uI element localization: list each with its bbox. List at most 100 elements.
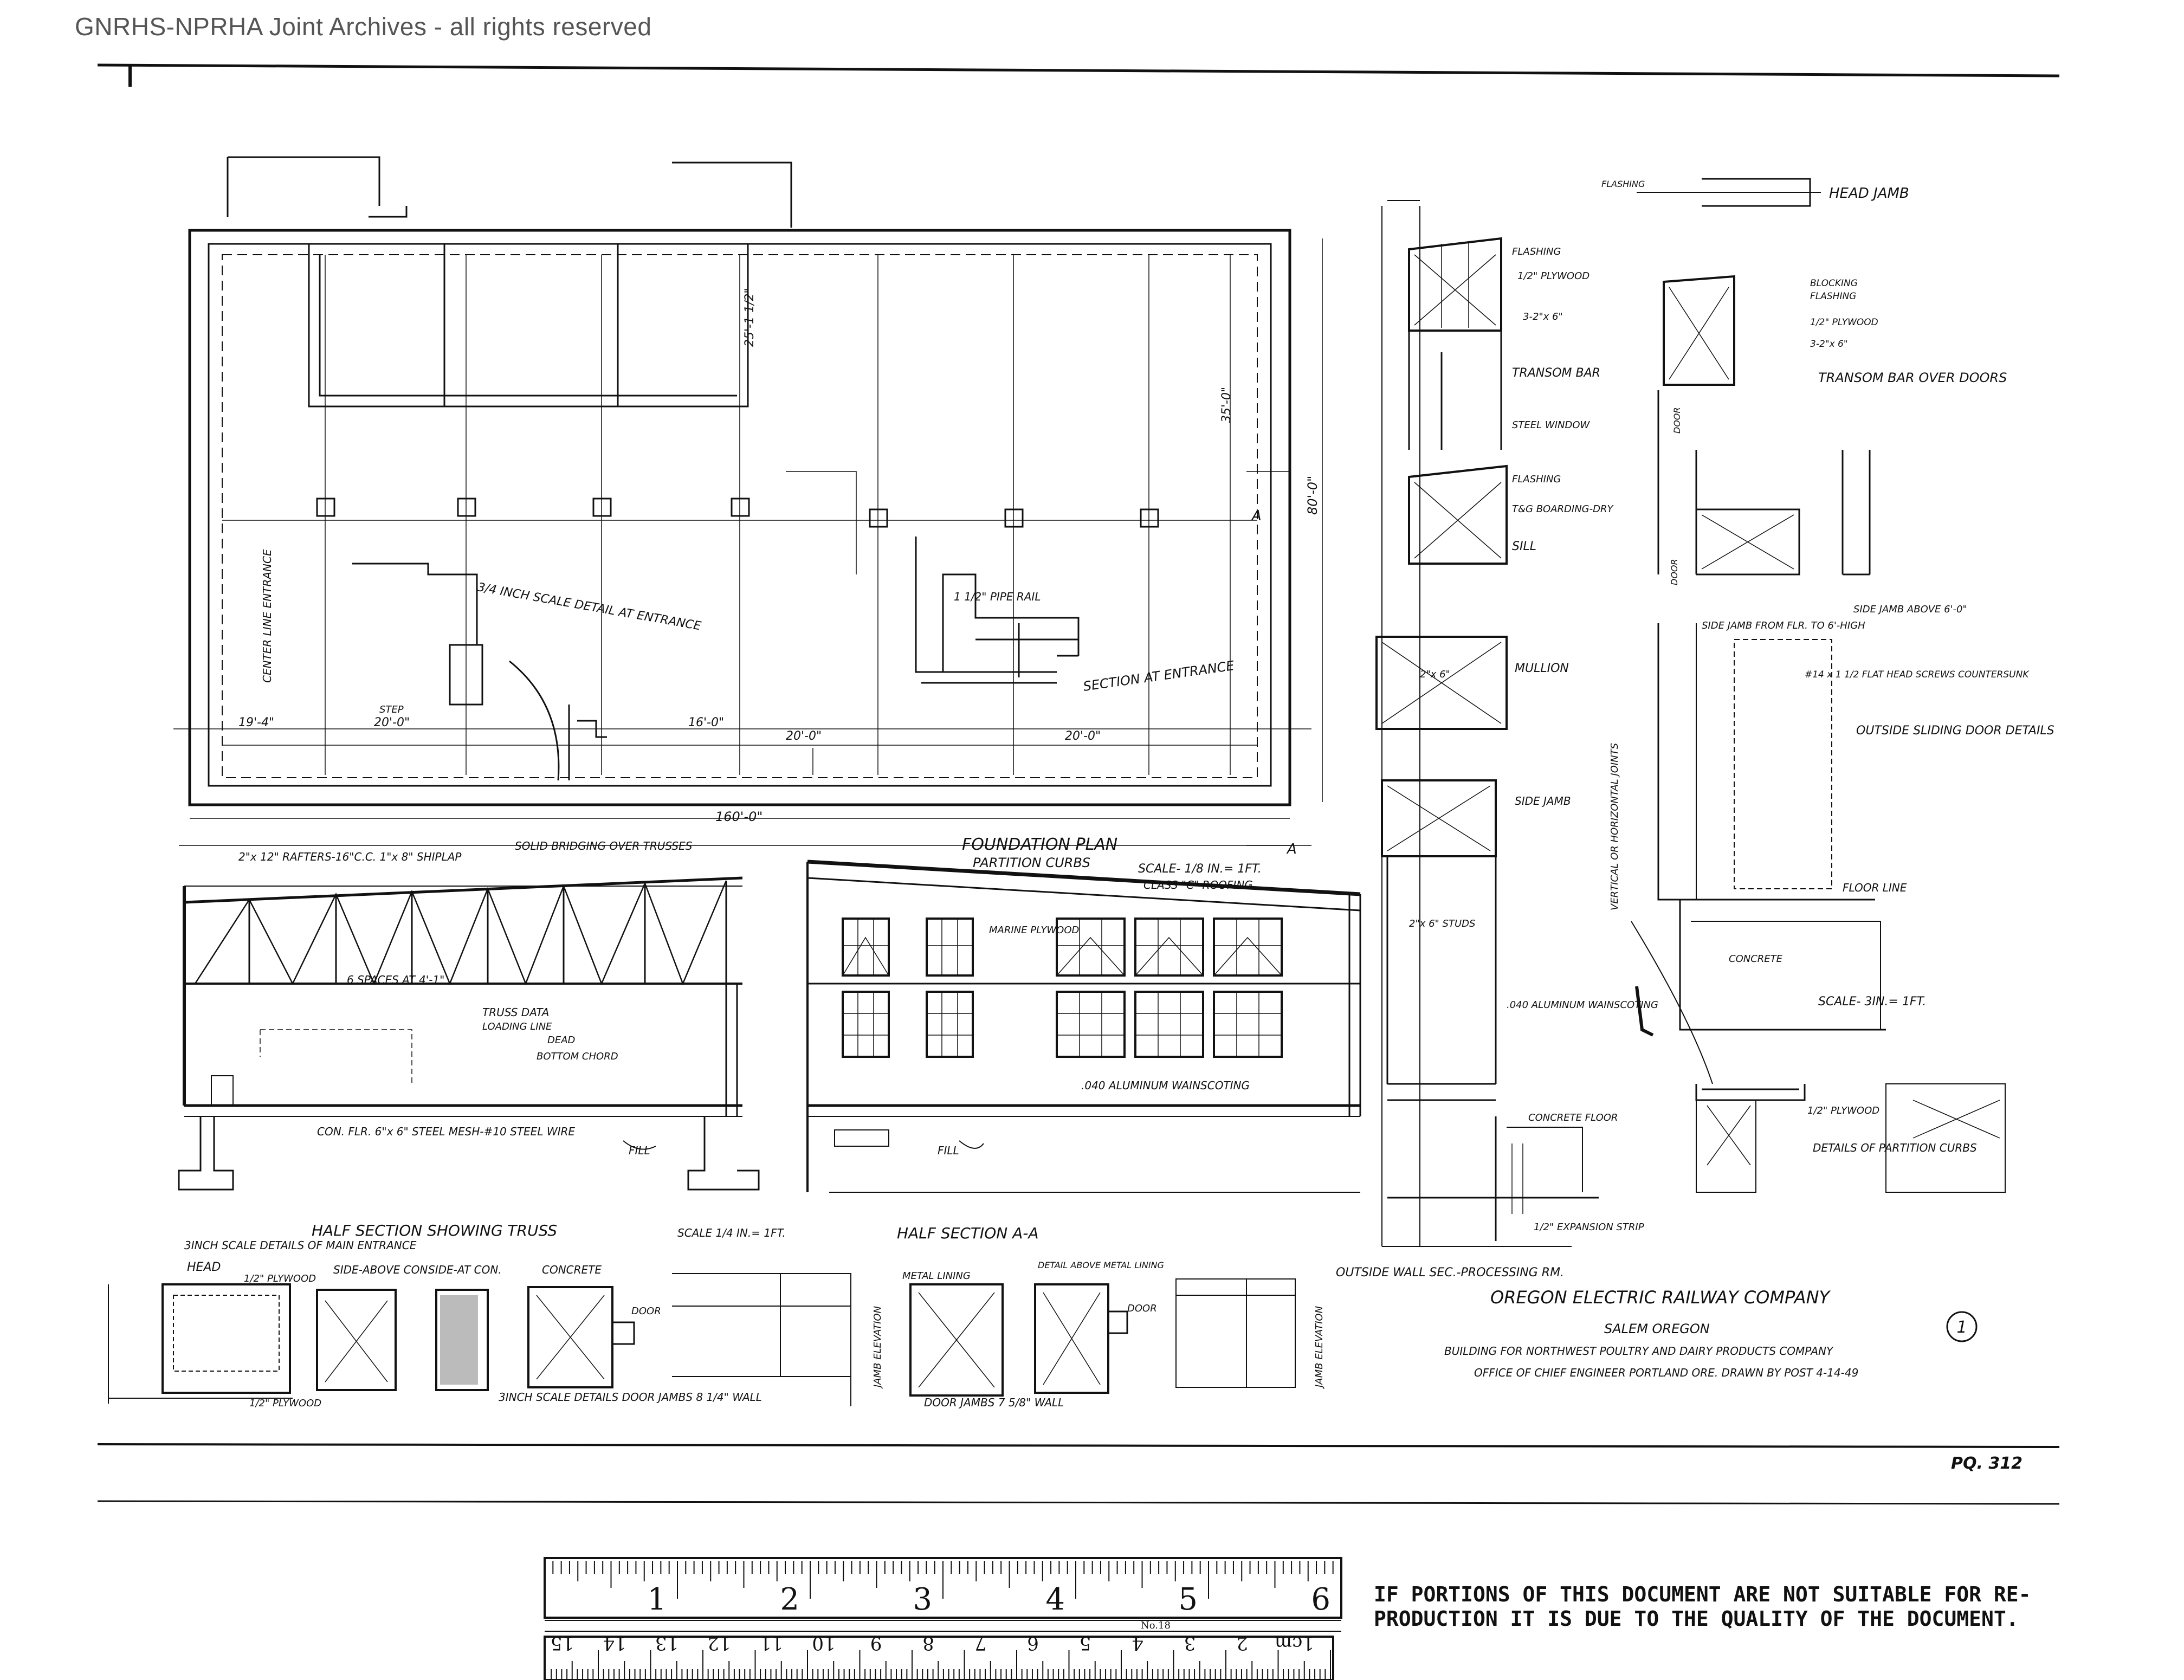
jamb-door-label: DOOR (1127, 1303, 1157, 1314)
archive-watermark: GNRHS-NPRHA Joint Archives - all rights … (75, 12, 652, 41)
marine-plywood-label: MARINE PLYWOOD (989, 925, 1079, 936)
steel-window-label: STEEL WINDOW (1512, 419, 1591, 431)
spaces-label: 6 SPACES AT 4'-1" (347, 973, 444, 986)
ruler-cm-label: 8 (922, 1632, 934, 1654)
pipe-rail-label: 1 1/2" PIPE RAIL (954, 590, 1041, 603)
transom-bar-label: TRANSOM BAR (1512, 366, 1600, 380)
company-city: SALEM OREGON (1604, 1321, 1710, 1336)
drawing-number: PQ. 312 (1951, 1454, 2023, 1473)
plan-dim-19: 19'-4" (238, 716, 274, 729)
head-jamb-label: HEAD JAMB (1829, 185, 1909, 202)
plan-dim-16: 16'-0" (688, 716, 724, 729)
truss-section-title: HALF SECTION SHOWING TRUSS (312, 1222, 557, 1239)
ruler-inch-label: 1 (647, 1582, 667, 1617)
door-plywood-label: 1/2" PLYWOOD (1810, 317, 1878, 328)
entrance-details-title: 3INCH SCALE DETAILS OF MAIN ENTRANCE (184, 1239, 417, 1252)
plan-scale: SCALE- 1/8 IN.= 1FT. (1138, 862, 1262, 876)
door-jambs-75-label: DOOR JAMBS 7 5/8" WALL (924, 1396, 1064, 1409)
door-concrete-label: CONCRETE (1729, 953, 1783, 965)
wall-aluminum-label: .040 ALUMINUM WAINSCOTING (1507, 999, 1658, 1011)
roofing-label: CLASS "C" ROOFING (1143, 878, 1253, 891)
plan-dim-20-a: 20'-0" (374, 716, 410, 729)
door-studs-label: 3-2"x 6" (1810, 339, 1848, 350)
vertical-joints-label: VERTICAL OR HORIZONTAL JOINTS (1609, 743, 1620, 910)
ruler-cm-label: 1cm (1275, 1632, 1314, 1654)
ruler-inch-label: 2 (780, 1582, 799, 1617)
truss-fill-label: FILL (629, 1144, 650, 1157)
jamb-elevation-left: JAMB ELEVATION (872, 1306, 883, 1389)
ruler-cm-label: 9 (870, 1632, 882, 1654)
foundation-plan (173, 156, 1323, 846)
ruler-cm-label: 11 (760, 1632, 783, 1654)
center-line-entrance: CENTER LINE ENTRANCE (261, 549, 274, 683)
aa-fill-label: FILL (938, 1144, 959, 1157)
curb-plywood-label: 1/2" PLYWOOD (1807, 1105, 1879, 1116)
scale-ruler (544, 1557, 1342, 1680)
wall-section-title: OUTSIDE WALL SEC.-PROCESSING RM. (1336, 1266, 1564, 1280)
side-jamb-flr-label: SIDE JAMB FROM FLR. TO 6'-HIGH (1702, 620, 1865, 631)
sliding-door-details (1631, 178, 2006, 1193)
door-label-mid: DOOR (1669, 559, 1679, 585)
side-jamb-above-label: SIDE JAMB ABOVE 6'-0" (1853, 604, 1967, 615)
rafters-label: 2"x 12" RAFTERS-16"C.C. 1"x 8" SHIPLAP (238, 850, 462, 863)
blocking-label: BLOCKING (1810, 278, 1858, 289)
bottom-chord-label: BOTTOM CHORD (537, 1051, 618, 1062)
aa-wainscoting-label: .040 ALUMINUM WAINSCOTING (1081, 1079, 1250, 1092)
floor-line-label: FLOOR LINE (1843, 881, 1907, 894)
plan-length: 160'-0" (715, 809, 763, 824)
ruler-cm-label: 4 (1132, 1632, 1143, 1654)
outside-wall-section (1375, 200, 1599, 1247)
bottom-plywood-label: 1/2" PLYWOOD (249, 1398, 321, 1409)
plan-dim-20-b: 20'-0" (786, 729, 822, 743)
detail-above-label: DETAIL ABOVE METAL LINING (1038, 1260, 1164, 1270)
plan-subtitle: PARTITION CURBS (973, 855, 1090, 870)
door-flashing-label: FLASHING (1601, 179, 1645, 189)
mullion-stud-label: 2"x 6" (1420, 669, 1450, 680)
sheet-number-circle (1946, 1311, 1978, 1342)
wall-flashing-label: FLASHING (1512, 246, 1561, 257)
loading-line-label: LOADING LINE (482, 1021, 552, 1032)
head-label: HEAD (187, 1261, 221, 1274)
ruler-inch-label: 3 (913, 1582, 932, 1617)
plan-width: 80'-0" (1305, 476, 1320, 515)
concrete-label: CONCRETE (542, 1263, 602, 1276)
door-label-top: DOOR (1672, 407, 1682, 434)
ruler-cm-label: 6 (1027, 1632, 1039, 1654)
entrance-door-label: DOOR (631, 1306, 661, 1317)
side-at-con-label: SIDE-AT CON. (428, 1263, 502, 1276)
plan-dim-25: 25'-1 1/2" (743, 288, 757, 347)
jamb-elevation-right: JAMB ELEVATION (1314, 1306, 1325, 1389)
door-scale-label: SCALE- 3IN.= 1FT. (1818, 995, 1926, 1009)
metal-lining-label: METAL LINING (902, 1270, 971, 1282)
wall-plywood-label: 1/2" PLYWOOD (1517, 270, 1589, 282)
half-section-truss (178, 876, 760, 1191)
sill-flashing-label: FLASHING (1512, 474, 1561, 485)
step-label: STEP (379, 704, 404, 715)
boarding-label: T&G BOARDING-DRY (1512, 503, 1614, 515)
entrance-details (108, 1273, 1296, 1406)
plan-dim-20-c: 20'-0" (1065, 729, 1101, 743)
wall-studs-label: 2"x 6" STUDS (1409, 918, 1475, 929)
side-jamb-label: SIDE JAMB (1515, 794, 1571, 807)
concrete-floor-label: CONCRETE FLOOR (1528, 1112, 1618, 1123)
bridging-label: SOLID BRIDGING OVER TRUSSES (515, 839, 693, 852)
blocking-flashing-label: FLASHING (1810, 291, 1856, 302)
ruler-inch-label: 4 (1045, 1582, 1065, 1617)
section-mark-bottom: A (1286, 841, 1297, 857)
notice-line-1: IF PORTIONS OF THIS DOCUMENT ARE NOT SUI… (1374, 1582, 2031, 1606)
transom-over-doors-label: TRANSOM BAR OVER DOORS (1818, 370, 2007, 385)
sliding-door-label: OUTSIDE SLIDING DOOR DETAILS (1856, 724, 2054, 738)
side-above-con-label: SIDE-ABOVE CON. (333, 1263, 431, 1276)
half-section-aa (806, 860, 1361, 1193)
ruler-cm-label: 15 (551, 1632, 574, 1654)
ruler-cm-label: 3 (1184, 1632, 1196, 1654)
mullion-label: MULLION (1515, 662, 1569, 675)
entrance-detail-label: 3/4 INCH SCALE DETAIL AT ENTRANCE (476, 580, 702, 633)
screws-label: #14 x 1 1/2 FLAT HEAD SCREWS COUNTERSUNK (1805, 669, 2030, 680)
partition-curbs-title: DETAILS OF PARTITION CURBS (1813, 1141, 1977, 1154)
ruler-cm-label: 10 (812, 1632, 835, 1654)
notice-line-2: PRODUCTION IT IS DUE TO THE QUALITY OF T… (1374, 1607, 2019, 1631)
